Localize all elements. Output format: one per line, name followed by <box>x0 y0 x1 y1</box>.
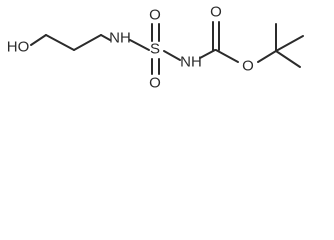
nh-right-label: NH <box>180 54 202 71</box>
sulfonyl-oxygen-bottom-label: O <box>149 75 161 92</box>
bonds <box>30 21 304 75</box>
hydroxyl-label: HO <box>7 39 30 56</box>
bond-c3-nh <box>100 34 111 41</box>
ester-oxygen-label: O <box>242 58 254 75</box>
bond-s-nh <box>163 50 181 61</box>
sulfonyl-oxygen-top-label: O <box>149 7 161 24</box>
bond-c4-o-ester <box>215 49 239 63</box>
carbonyl-oxygen-label: O <box>210 4 222 21</box>
nh-left-label: NH <box>109 30 131 47</box>
structure-canvas: HO NH S O O NH O O <box>7 4 304 92</box>
bond-c2-c3 <box>73 34 102 51</box>
atom-labels: HO NH S O O NH O O <box>7 4 254 92</box>
bond-c5-me-right <box>275 35 304 52</box>
bond-o-ester-c5 <box>257 50 277 63</box>
bond-o-c1 <box>30 34 47 46</box>
sulfur-label: S <box>150 41 160 58</box>
bond-nh-c4 <box>199 49 216 59</box>
bond-c5-me-bottom <box>275 50 301 68</box>
bond-nh-s <box>129 39 150 51</box>
bond-c1-c2 <box>45 34 75 51</box>
